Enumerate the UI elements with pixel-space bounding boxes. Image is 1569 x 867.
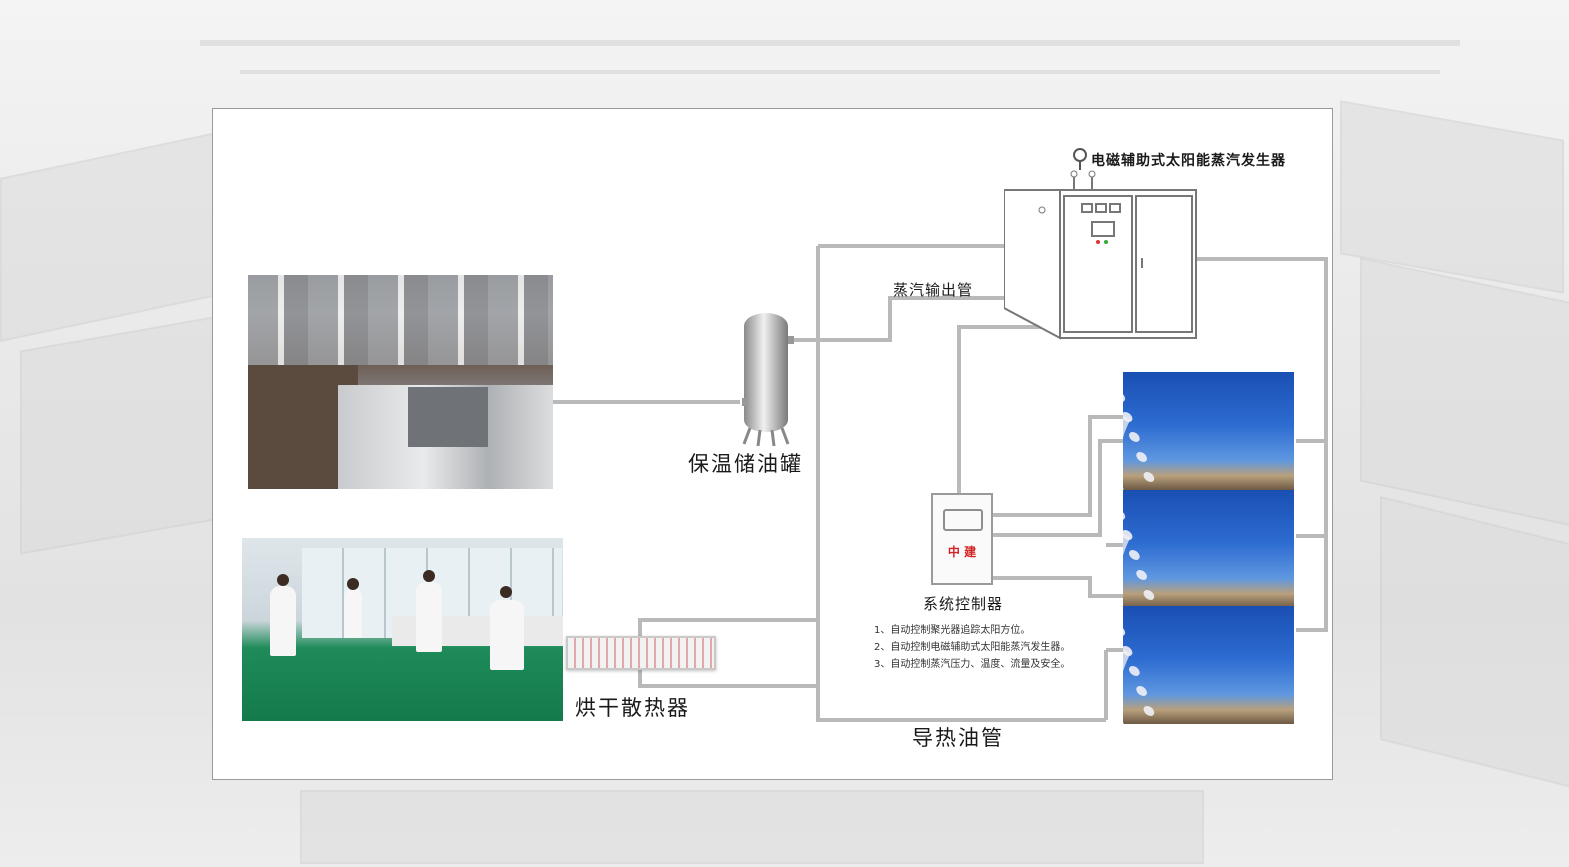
oil-storage-tank-icon: [742, 313, 794, 447]
controller-note-3: 3、自动控制蒸汽压力、温度、流量及安全。: [874, 659, 1071, 670]
generator-label: 电磁辅助式太阳能蒸汽发生器: [1091, 153, 1286, 169]
controller-label: 系统控制器: [923, 595, 1004, 613]
solar-concentrator-photo-1: [1123, 372, 1294, 490]
steam-output-pipe-label: 蒸汽输出管: [893, 281, 974, 299]
drying-radiator-icon: [566, 636, 716, 670]
solar-concentrator-photo-3: [1123, 606, 1294, 724]
controller-note-2: 2、自动控制电磁辅助式太阳能蒸汽发生器。: [874, 642, 1071, 653]
oil-pipe-label: 导热油管: [912, 726, 1004, 750]
laboratory-photo: [242, 538, 563, 721]
oil-tank-label: 保温储油罐: [688, 452, 803, 476]
system-controller-box: 中 建: [931, 493, 993, 585]
steam-generator-cabinet-icon: [1004, 170, 1197, 340]
pressure-gauge-icon: [1073, 148, 1087, 170]
solar-concentrator-photo-2: [1123, 490, 1294, 608]
drying-radiator-label: 烘干散热器: [575, 696, 690, 720]
commercial-kitchen-photo: [248, 275, 553, 489]
controller-notes: 1、自动控制聚光器追踪太阳方位。 2、自动控制电磁辅助式太阳能蒸汽发生器。 3、…: [874, 622, 1070, 673]
controller-note-1: 1、自动控制聚光器追踪太阳方位。: [874, 625, 1031, 636]
controller-screen: [943, 509, 983, 531]
controller-brand: 中 建: [947, 545, 977, 559]
